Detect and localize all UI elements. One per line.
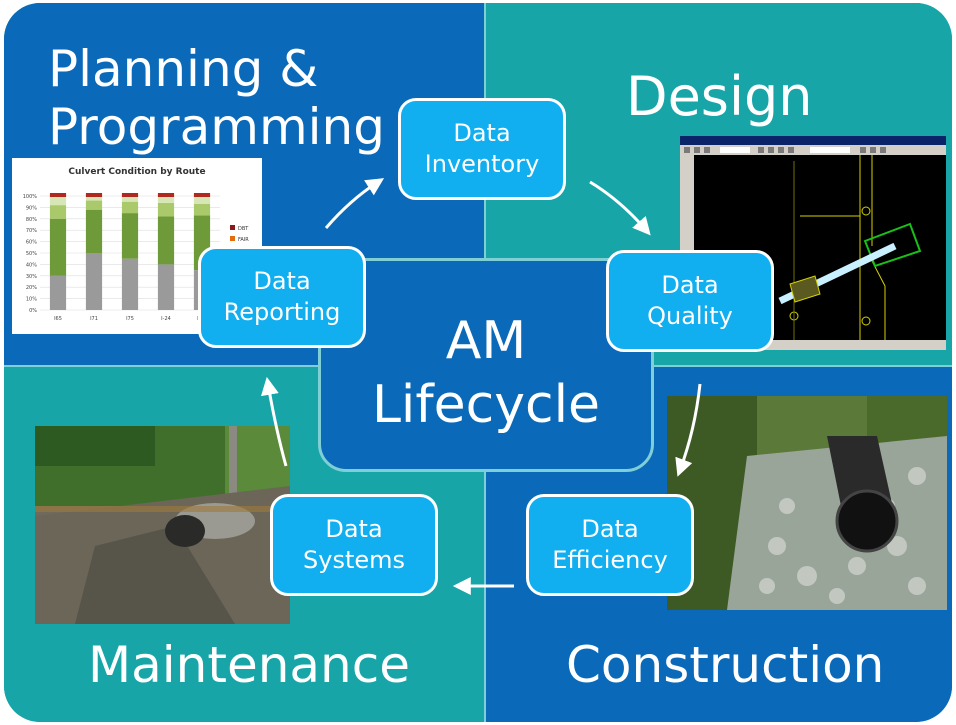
node-data-inventory: Data Inventory [398,98,566,200]
node-systems-line1: Data [325,515,383,543]
chart-bar-segment [85,209,103,253]
chart-xtick-label: I-24 [161,316,171,322]
cad-end-section [789,275,821,303]
node-data-systems: Data Systems [270,494,438,596]
chart-bar-segment [121,213,139,259]
node-data-efficiency: Data Efficiency [526,494,694,596]
legend-swatch-2 [230,236,235,241]
chart-title: Culvert Condition by Route [68,167,205,177]
node-data-reporting: Data Reporting [198,246,366,348]
chart-ytick-label: 100% [23,194,38,200]
cad-titlebar [680,136,946,145]
design-title: Design [626,65,813,128]
chart-bar-segment [121,201,139,214]
construction-title: Construction [566,636,885,694]
chart-bar-segment [49,275,67,310]
chart-ytick-label: 50% [26,251,37,257]
legend-swatch-1 [230,225,235,230]
chart-bar-segment [157,202,175,217]
chart-bar-cap [121,193,139,197]
chart-ytick-label: 90% [26,205,37,211]
chart-xtick-label: I71 [90,316,98,322]
chart-bar-segment [193,203,211,216]
node-quality-line1: Data [661,271,719,299]
node-reporting-line2: Reporting [223,298,341,326]
chart-bar-segment [121,258,139,310]
maintenance-title: Maintenance [88,636,410,694]
node-inventory-line1: Data [453,119,511,147]
chart-xtick-label: I75 [126,316,134,322]
chart-bar-cap [85,193,103,197]
chart-bar-segment [193,196,211,204]
cad-statusbar [680,340,946,350]
chart-bar-segment [157,216,175,265]
center-line2: Lifecycle [371,375,601,435]
chart-bar-segment [85,200,103,210]
center-line1: AM [445,311,527,371]
maintenance-photo-svg [35,426,290,624]
legend-label-2: FAIR [238,237,249,243]
chart-ytick-label: 80% [26,217,37,223]
chart-bar-segment [49,196,67,206]
maintenance-culvert-photo [35,426,290,624]
chart-ytick-label: 30% [26,274,37,280]
chart-bar-cap [193,193,211,197]
am-lifecycle-center: AM Lifecycle [318,258,654,472]
chart-ytick-label: 0% [29,308,37,314]
node-quality-line2: Quality [647,302,733,330]
chart-bar-segment [49,205,67,219]
chart-ytick-label: 20% [26,285,37,291]
chart-ytick-label: 40% [26,262,37,268]
chart-ytick-label: 10% [26,297,37,303]
chart-bar-cap [157,193,175,197]
chart-bar-segment [121,196,139,202]
chart-bar-segment [157,196,175,203]
culvert-opening [165,515,205,547]
planning-title: Planning & Programming [48,40,385,156]
chart-ytick-label: 70% [26,228,37,234]
node-efficiency-line2: Efficiency [552,546,668,574]
construction-photo-svg [667,396,947,610]
chart-bar-cap [49,193,67,197]
planning-title-line2: Programming [48,98,385,156]
node-systems-line2: Systems [303,546,405,574]
node-inventory-line2: Inventory [424,150,540,178]
chart-bar-segment [85,196,103,201]
corrugated-pipe-opening [835,489,899,553]
chart-bar-segment [157,264,175,310]
node-data-quality: Data Quality [606,250,774,352]
chart-bar-segment [49,218,67,276]
planning-title-line1: Planning & [48,40,319,98]
legend-label-1: DBT [238,226,249,232]
chart-bar-segment [85,253,103,310]
node-reporting-line1: Data [253,267,311,295]
construction-culvert-photo [667,396,947,610]
chart-ytick-label: 60% [26,240,37,246]
chart-svg: Culvert Condition by Route 100% 90% 80% 70%… [23,167,250,322]
node-efficiency-line1: Data [581,515,639,543]
chart-xtick-label: I65 [54,316,62,322]
